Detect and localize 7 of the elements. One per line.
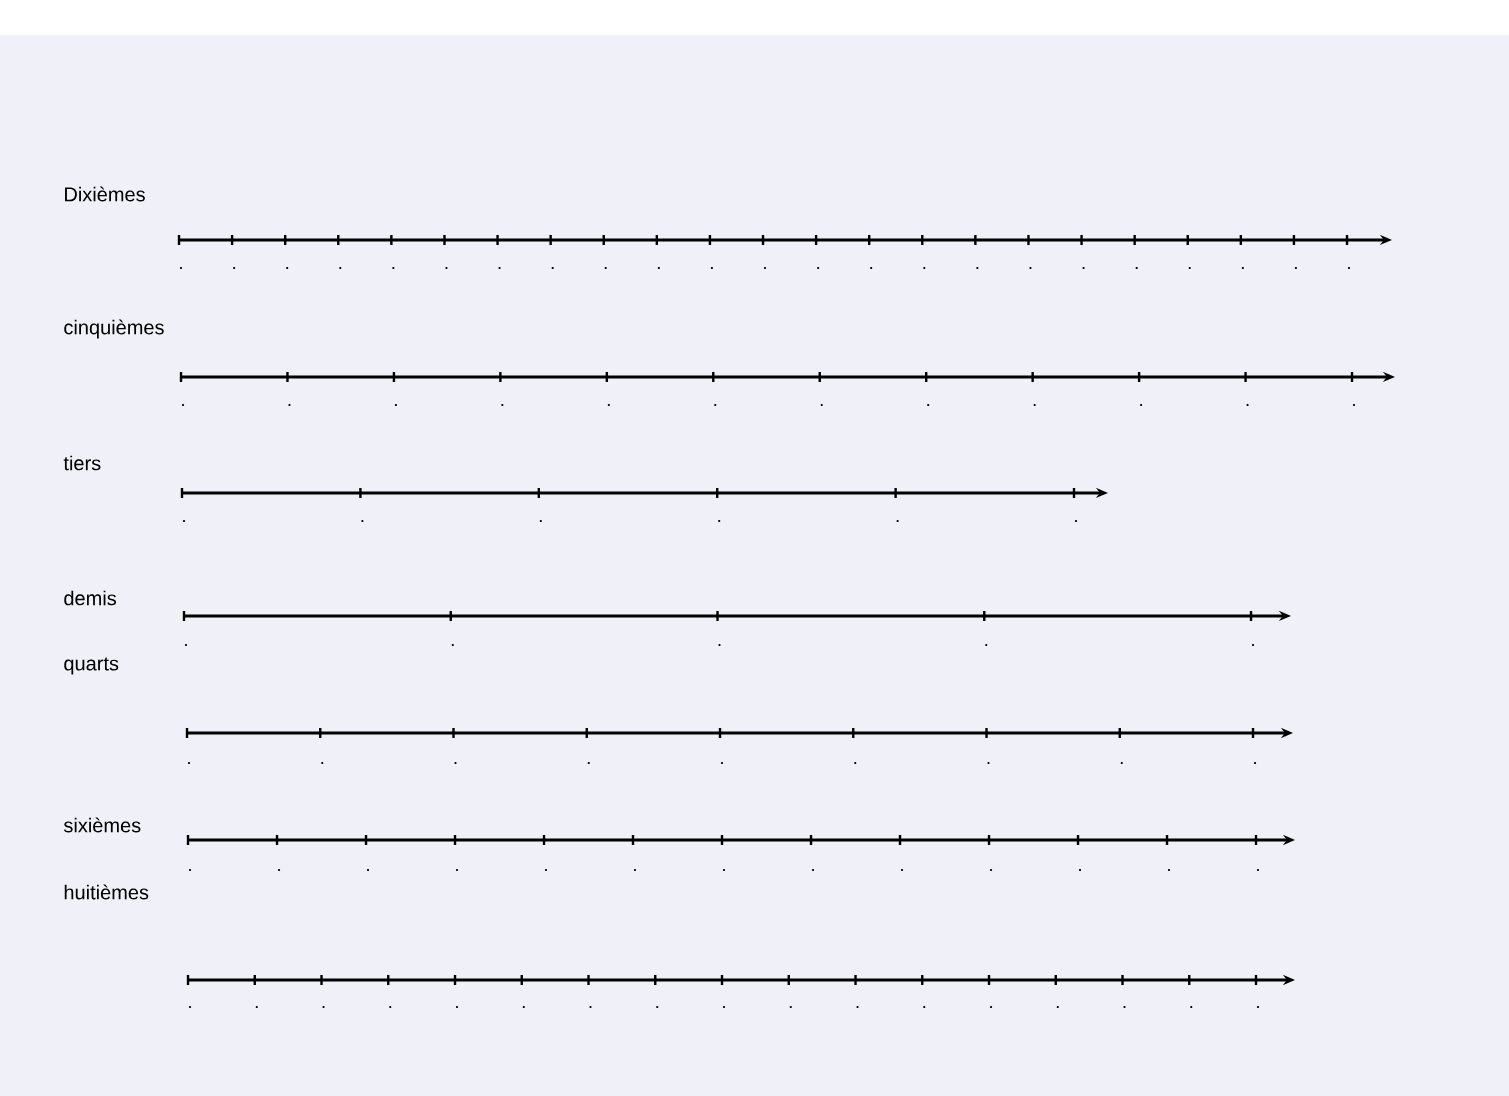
line-label: tiers bbox=[63, 455, 101, 471]
line-label: demis bbox=[64, 590, 117, 606]
line-label: Dixièmes bbox=[65, 186, 145, 202]
line-label: sixièmes bbox=[63, 817, 141, 833]
line-label: huitièmes bbox=[64, 884, 149, 900]
line-label: quarts bbox=[64, 657, 119, 675]
line-label: cinquièmes bbox=[64, 319, 164, 339]
